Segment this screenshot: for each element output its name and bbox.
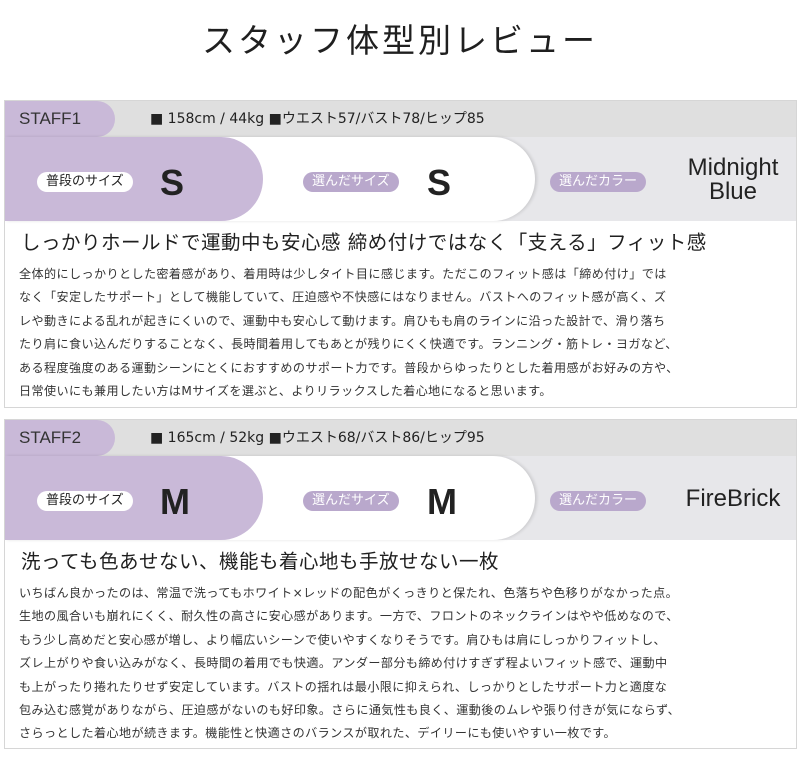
- chosen-color-label: 選んだカラー: [550, 172, 647, 192]
- chosen-size-value: S: [427, 162, 452, 203]
- staff-header: STAFF2 ■ 165cm / 52kg ■ウエスト68/バスト86/ヒップ9…: [5, 420, 796, 456]
- review-body: 全体的にしっかりとした密着感があり、着用時は少しタイト目に感じます。ただこのフィ…: [19, 267, 679, 399]
- review-heading: 洗っても色あせない、機能も着心地も手放せない一枚: [21, 550, 500, 573]
- chosen-size-label: 選んだサイズ: [303, 491, 399, 511]
- staff-review-card-2: STAFF2 ■ 165cm / 52kg ■ウエスト68/バスト86/ヒップ9…: [4, 419, 797, 749]
- staff-measurements: ■ 165cm / 52kg ■ウエスト68/バスト86/ヒップ95: [150, 430, 485, 446]
- chosen-size-label: 選んだサイズ: [303, 172, 399, 192]
- size-info-row: 普段のサイズ M 選んだサイズ M 選んだカラー FireBrick: [5, 456, 796, 540]
- usual-size-value: M: [160, 481, 190, 522]
- chosen-size-value: M: [427, 481, 457, 522]
- staff-tag: STAFF2: [5, 420, 115, 456]
- usual-size-value: S: [160, 162, 185, 203]
- chosen-color-value: Midnight Blue: [687, 154, 779, 205]
- staff-review-card-1: STAFF1 ■ 158cm / 44kg ■ウエスト57/バスト78/ヒップ8…: [4, 100, 797, 408]
- size-info-row: 普段のサイズ S 選んだサイズ S 選んだカラー Midnight Blue: [5, 137, 796, 221]
- page-title: スタッフ体型別レビュー: [202, 21, 598, 60]
- staff-tag: STAFF1: [5, 101, 115, 137]
- chosen-color-value: FireBrick: [685, 485, 781, 512]
- staff-header: STAFF1 ■ 158cm / 44kg ■ウエスト57/バスト78/ヒップ8…: [5, 101, 796, 137]
- chosen-color-label: 選んだカラー: [550, 491, 647, 511]
- usual-size-label: 普段のサイズ: [37, 491, 133, 511]
- staff-measurements: ■ 158cm / 44kg ■ウエスト57/バスト78/ヒップ85: [150, 111, 485, 127]
- review-heading: しっかりホールドで運動中も安心感 締め付けではなく「支える」フィット感: [21, 231, 707, 254]
- usual-size-label: 普段のサイズ: [37, 172, 133, 192]
- review-body: いちばん良かったのは、常温で洗ってもホワイト×レッドの配色がくっきりと保たれ、色…: [19, 586, 681, 741]
